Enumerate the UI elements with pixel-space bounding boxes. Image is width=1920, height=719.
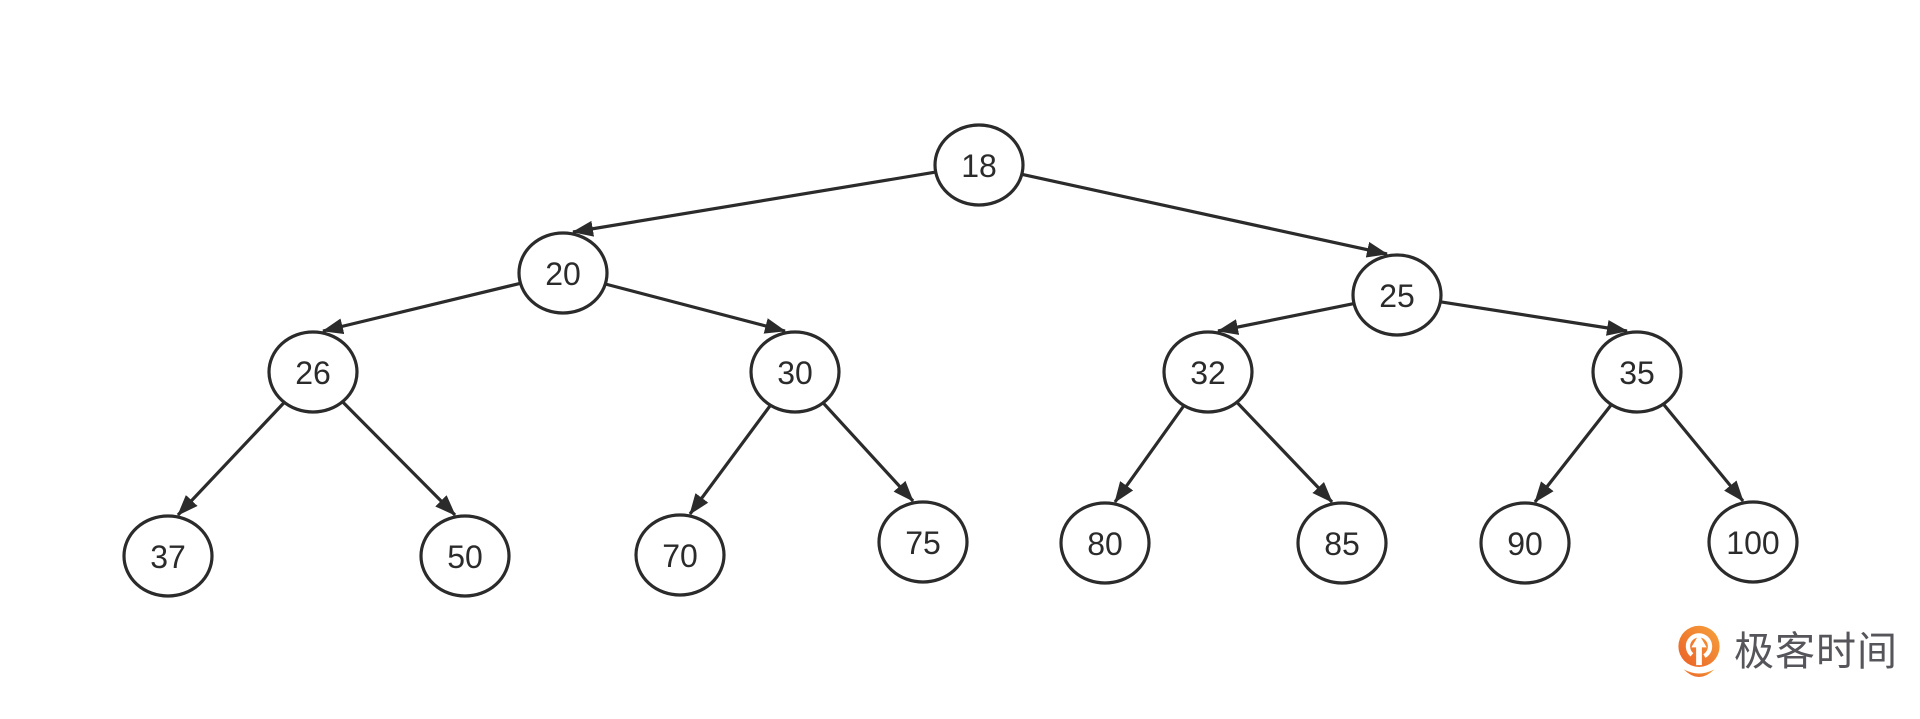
tree-node-18: 18 <box>933 123 1025 207</box>
tree-node-90: 90 <box>1479 501 1571 585</box>
edge-layer <box>176 170 1745 517</box>
tree-node-30: 30 <box>749 330 841 414</box>
tree-edge-20-26 <box>322 281 521 335</box>
tree-node-75: 75 <box>877 500 969 584</box>
node-label-80: 80 <box>1087 526 1123 562</box>
node-circle-80 <box>1059 501 1151 585</box>
node-circle-50 <box>419 514 511 598</box>
tree-edge-30-70 <box>688 404 772 515</box>
node-circle-37 <box>122 514 214 598</box>
tree-node-25: 25 <box>1351 253 1443 337</box>
tree-edge-32-85 <box>1235 401 1334 504</box>
tree-edge-18-25 <box>1021 172 1388 258</box>
tree-edge-35-100 <box>1662 402 1745 503</box>
tree-node-100: 100 <box>1707 500 1799 584</box>
node-circle-26 <box>267 330 359 414</box>
tree-node-20: 20 <box>517 231 609 315</box>
tree-edge-30-75 <box>821 401 915 503</box>
node-label-25: 25 <box>1379 278 1415 314</box>
node-circle-75 <box>877 500 969 584</box>
geektime-logo-text: 极客时间 <box>1734 630 1898 674</box>
tree-node-26: 26 <box>267 330 359 414</box>
tree-edge-18-20 <box>572 170 936 237</box>
tree-node-70: 70 <box>634 513 726 597</box>
tree-node-35: 35 <box>1591 330 1683 414</box>
node-circle-32 <box>1162 330 1254 414</box>
node-circle-20 <box>517 231 609 315</box>
node-label-35: 35 <box>1619 355 1655 391</box>
geektime-logo-icon <box>1678 625 1720 678</box>
tree-edge-20-30 <box>604 282 786 334</box>
node-label-100: 100 <box>1726 525 1779 561</box>
tree-node-50: 50 <box>419 514 511 598</box>
node-label-90: 90 <box>1507 526 1543 562</box>
node-circle-85 <box>1296 501 1388 585</box>
node-circle-25 <box>1351 253 1443 337</box>
node-label-32: 32 <box>1190 355 1226 391</box>
node-circle-70 <box>634 513 726 597</box>
node-label-26: 26 <box>295 355 331 391</box>
node-circle-30 <box>749 330 841 414</box>
tree-edge-32-80 <box>1113 404 1186 503</box>
tree-edge-26-50 <box>341 400 457 517</box>
node-label-20: 20 <box>545 256 581 292</box>
node-circle-100 <box>1707 500 1799 584</box>
node-label-50: 50 <box>447 539 483 575</box>
node-label-30: 30 <box>777 355 813 391</box>
node-layer: 18 20 25 26 30 32 35 37 50 70 75 80 85 90 100 <box>122 123 1799 598</box>
node-circle-90 <box>1479 501 1571 585</box>
tree-node-37: 37 <box>122 514 214 598</box>
node-label-70: 70 <box>662 538 698 574</box>
tree-edge-35-90 <box>1533 403 1613 503</box>
tree-edge-25-32 <box>1217 302 1355 335</box>
tree-node-80: 80 <box>1059 501 1151 585</box>
node-label-18: 18 <box>961 148 997 184</box>
node-circle-35 <box>1591 330 1683 414</box>
node-label-75: 75 <box>905 525 941 561</box>
tree-edge-25-35 <box>1440 300 1628 336</box>
node-label-85: 85 <box>1324 526 1360 562</box>
tree-edge-26-37 <box>176 401 286 517</box>
geektime-logo: 极客时间 <box>1676 624 1898 686</box>
node-circle-18 <box>933 123 1025 207</box>
tree-node-85: 85 <box>1296 501 1388 585</box>
tree-node-32: 32 <box>1162 330 1254 414</box>
node-label-37: 37 <box>150 539 186 575</box>
